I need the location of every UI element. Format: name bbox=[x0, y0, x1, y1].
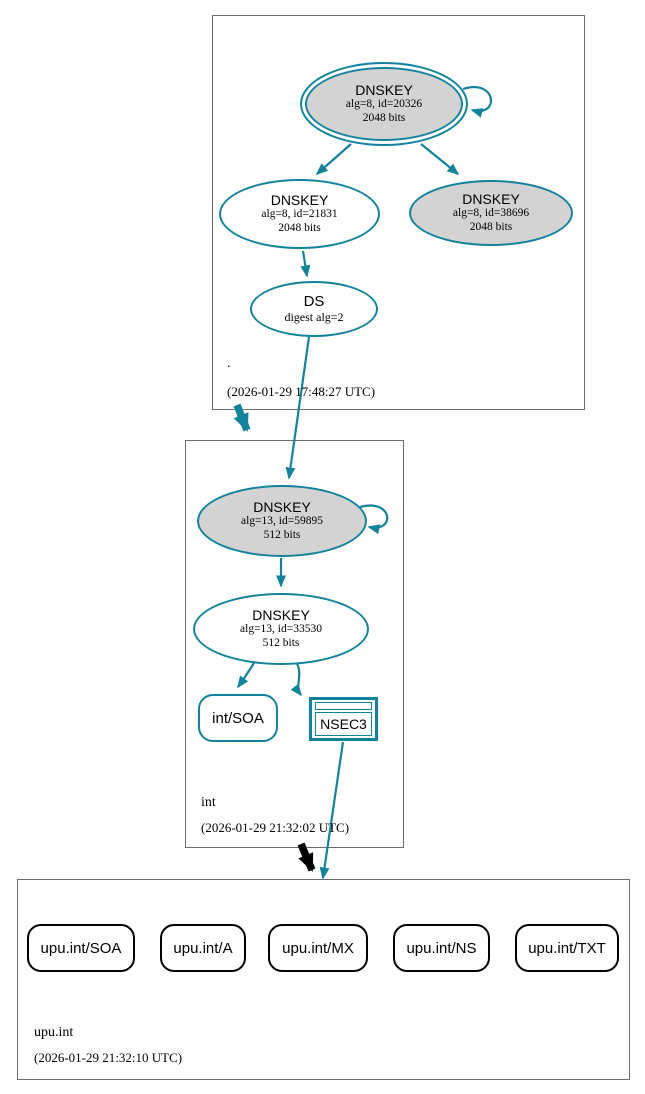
node-root-ds-digest: digest alg=2 bbox=[284, 310, 344, 325]
node-root-zsk[interactable]: DNSKEY alg=8, id=21831 2048 bits bbox=[219, 179, 380, 249]
node-root-ksk[interactable]: DNSKEY alg=8, id=20326 2048 bits bbox=[300, 62, 468, 146]
node-root-ksk-bits: 2048 bits bbox=[362, 112, 406, 125]
node-upu-txt[interactable]: upu.int/TXT bbox=[515, 924, 619, 972]
node-int-ksk-type: DNSKEY bbox=[253, 499, 311, 516]
zone-timestamp-int: (2026-01-29 21:32:02 UTC) bbox=[201, 820, 350, 835]
node-int-ksk-bits: 512 bits bbox=[263, 529, 301, 542]
node-int-soa[interactable]: int/SOA bbox=[198, 694, 278, 742]
node-int-ksk-alg: alg=13, id=59895 bbox=[241, 515, 323, 528]
node-root-zsk-type: DNSKEY bbox=[270, 192, 329, 209]
zone-box-root bbox=[212, 15, 585, 410]
node-root-key38696-alg: alg=8, id=38696 bbox=[452, 207, 530, 220]
node-root-key38696-bits: 2048 bits bbox=[469, 221, 513, 234]
zone-label-root: . bbox=[227, 356, 231, 371]
node-root-ds[interactable]: DS digest alg=2 bbox=[250, 281, 378, 337]
node-int-soa-label: int/SOA bbox=[212, 709, 264, 727]
node-upu-mx-label: upu.int/MX bbox=[282, 939, 354, 957]
node-root-ksk-alg: alg=8, id=20326 bbox=[345, 98, 423, 111]
node-upu-txt-label: upu.int/TXT bbox=[528, 939, 606, 957]
zone-box-upu-int bbox=[17, 879, 630, 1080]
nsec3-label: NSEC3 bbox=[315, 712, 372, 736]
node-upu-a[interactable]: upu.int/A bbox=[160, 924, 246, 972]
node-upu-a-label: upu.int/A bbox=[173, 939, 233, 957]
node-root-zsk-bits: 2048 bits bbox=[278, 222, 321, 235]
zone-timestamp-upu: (2026-01-29 21:32:10 UTC) bbox=[34, 1050, 183, 1065]
node-root-key38696-type: DNSKEY bbox=[462, 191, 520, 208]
nsec3-top-band bbox=[315, 702, 372, 710]
node-root-key38696[interactable]: DNSKEY alg=8, id=38696 2048 bits bbox=[409, 180, 573, 246]
node-int-zsk-bits: 512 bits bbox=[262, 637, 300, 650]
node-upu-mx[interactable]: upu.int/MX bbox=[268, 924, 368, 972]
zone-timestamp-root: (2026-01-29 17:48:27 UTC) bbox=[227, 384, 376, 399]
zone-label-upu: upu.int bbox=[34, 1025, 74, 1040]
node-int-zsk-type: DNSKEY bbox=[252, 607, 310, 624]
node-nsec3[interactable]: NSEC3 bbox=[309, 697, 378, 741]
node-root-ds-type: DS bbox=[303, 293, 325, 311]
node-int-ksk[interactable]: DNSKEY alg=13, id=59895 512 bits bbox=[197, 485, 367, 557]
zone-label-int: int bbox=[201, 795, 216, 810]
node-upu-ns[interactable]: upu.int/NS bbox=[393, 924, 490, 972]
node-int-zsk[interactable]: DNSKEY alg=13, id=33530 512 bits bbox=[193, 593, 369, 665]
node-root-ksk-inner: DNSKEY alg=8, id=20326 2048 bits bbox=[305, 67, 463, 141]
node-upu-soa[interactable]: upu.int/SOA bbox=[27, 924, 135, 972]
node-upu-ns-label: upu.int/NS bbox=[406, 939, 477, 957]
node-upu-soa-label: upu.int/SOA bbox=[40, 939, 122, 957]
node-root-zsk-alg: alg=8, id=21831 bbox=[261, 208, 338, 221]
node-root-ksk-type: DNSKEY bbox=[355, 82, 413, 99]
node-int-zsk-alg: alg=13, id=33530 bbox=[240, 623, 322, 636]
